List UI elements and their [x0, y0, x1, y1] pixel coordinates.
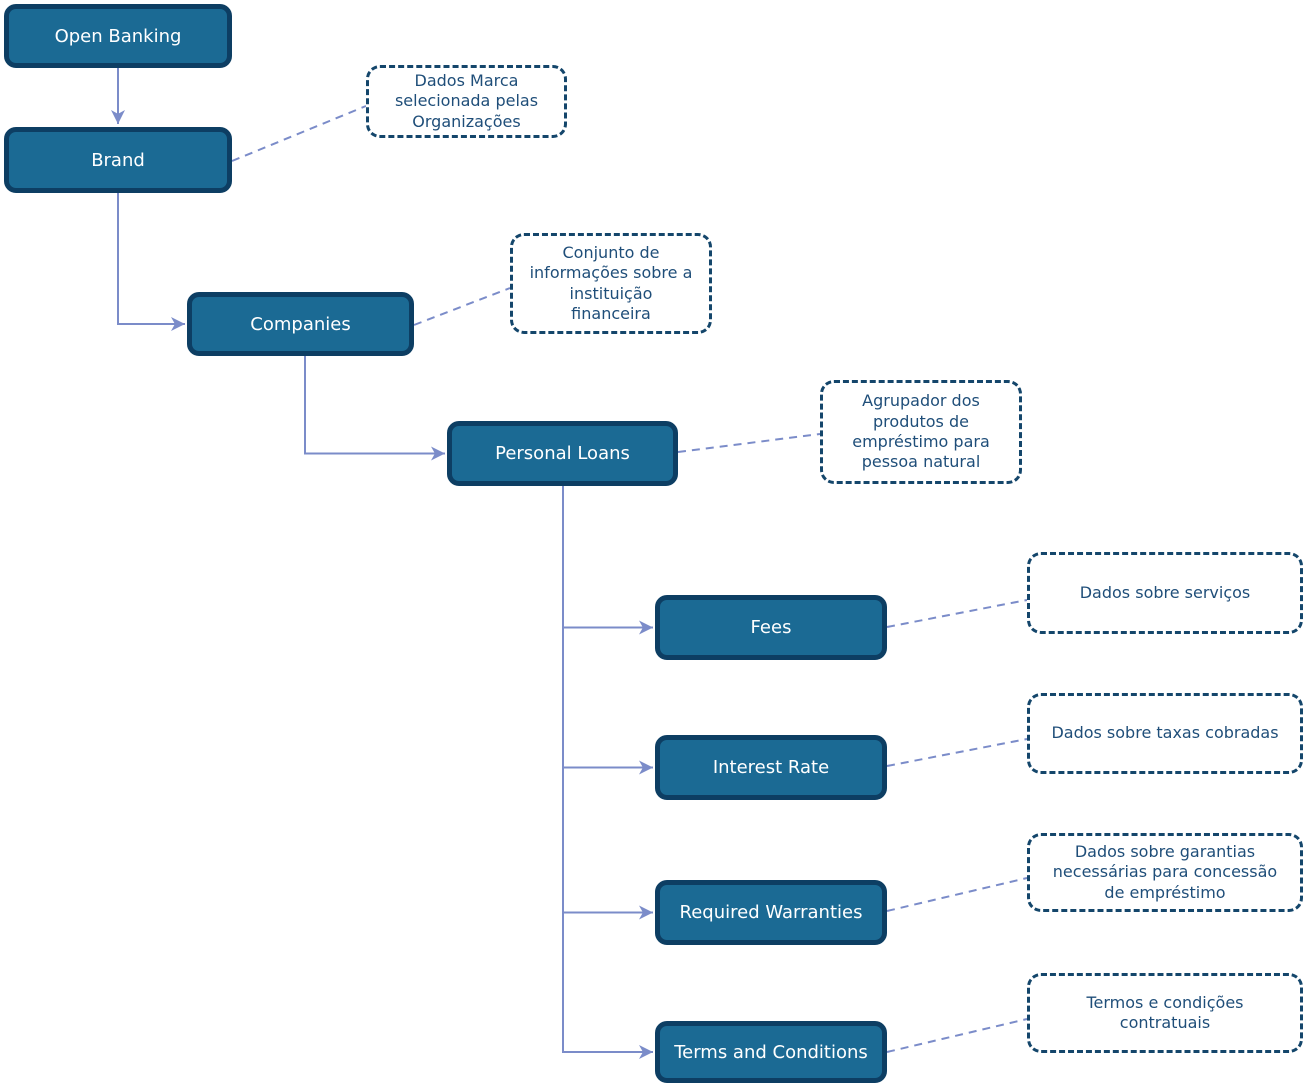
node-required-warranties-label: Required Warranties	[679, 902, 863, 923]
node-companies: Companies	[187, 292, 414, 356]
note-brand-text: Dados Marca selecionada pelas Organizaçõ…	[394, 70, 539, 131]
node-interest-rate: Interest Rate	[655, 735, 887, 800]
note-companies-text: Conjunto de informações sobre a institui…	[529, 242, 693, 323]
note-companies: Conjunto de informações sobre a institui…	[510, 233, 712, 334]
node-interest-rate-label: Interest Rate	[712, 757, 830, 778]
note-link-brand	[231, 105, 367, 162]
note-terms-and-conditions: Termos e condições contratuais	[1027, 973, 1303, 1053]
connector-companies-to-personal-loans	[304, 356, 445, 461]
note-fees-text: Dados sobre serviços	[1079, 582, 1251, 602]
note-required-warranties: Dados sobre garantias necessárias para c…	[1027, 833, 1303, 912]
node-terms-and-conditions: Terms and Conditions	[655, 1021, 887, 1083]
node-brand-label: Brand	[91, 149, 145, 171]
note-required-warranties-text: Dados sobre garantias necessárias para c…	[1052, 841, 1278, 902]
note-interest-rate-text: Dados sobre taxas cobradas	[1051, 723, 1279, 743]
note-link-required-warranties	[886, 877, 1028, 912]
node-open-banking-label: Open Banking	[54, 25, 182, 47]
node-fees-label: Fees	[750, 617, 792, 638]
note-link-fees	[886, 599, 1028, 628]
note-brand: Dados Marca selecionada pelas Organizaçõ…	[366, 65, 567, 138]
note-fees: Dados sobre serviços	[1027, 552, 1303, 634]
note-personal-loans: Agrupador dos produtos de empréstimo par…	[820, 380, 1022, 484]
node-personal-loans: Personal Loans	[447, 421, 678, 486]
note-link-terms-and-conditions	[886, 1018, 1028, 1053]
node-brand: Brand	[4, 127, 232, 193]
note-link-interest-rate	[886, 738, 1028, 767]
node-fees: Fees	[655, 595, 887, 660]
node-open-banking: Open Banking	[4, 4, 232, 68]
note-link-companies	[413, 287, 511, 326]
note-link-personal-loans	[677, 433, 821, 453]
connector-personal-loans-to-terms-and-conditions	[562, 486, 653, 1059]
node-terms-and-conditions-label: Terms and Conditions	[674, 1041, 868, 1063]
note-interest-rate: Dados sobre taxas cobradas	[1027, 693, 1303, 774]
node-personal-loans-label: Personal Loans	[495, 443, 630, 464]
note-personal-loans-text: Agrupador dos produtos de empréstimo par…	[852, 391, 990, 472]
connector-brand-to-companies	[117, 193, 185, 331]
node-required-warranties: Required Warranties	[655, 880, 887, 945]
node-companies-label: Companies	[250, 313, 351, 335]
note-terms-and-conditions-text: Termos e condições contratuais	[1086, 992, 1244, 1032]
